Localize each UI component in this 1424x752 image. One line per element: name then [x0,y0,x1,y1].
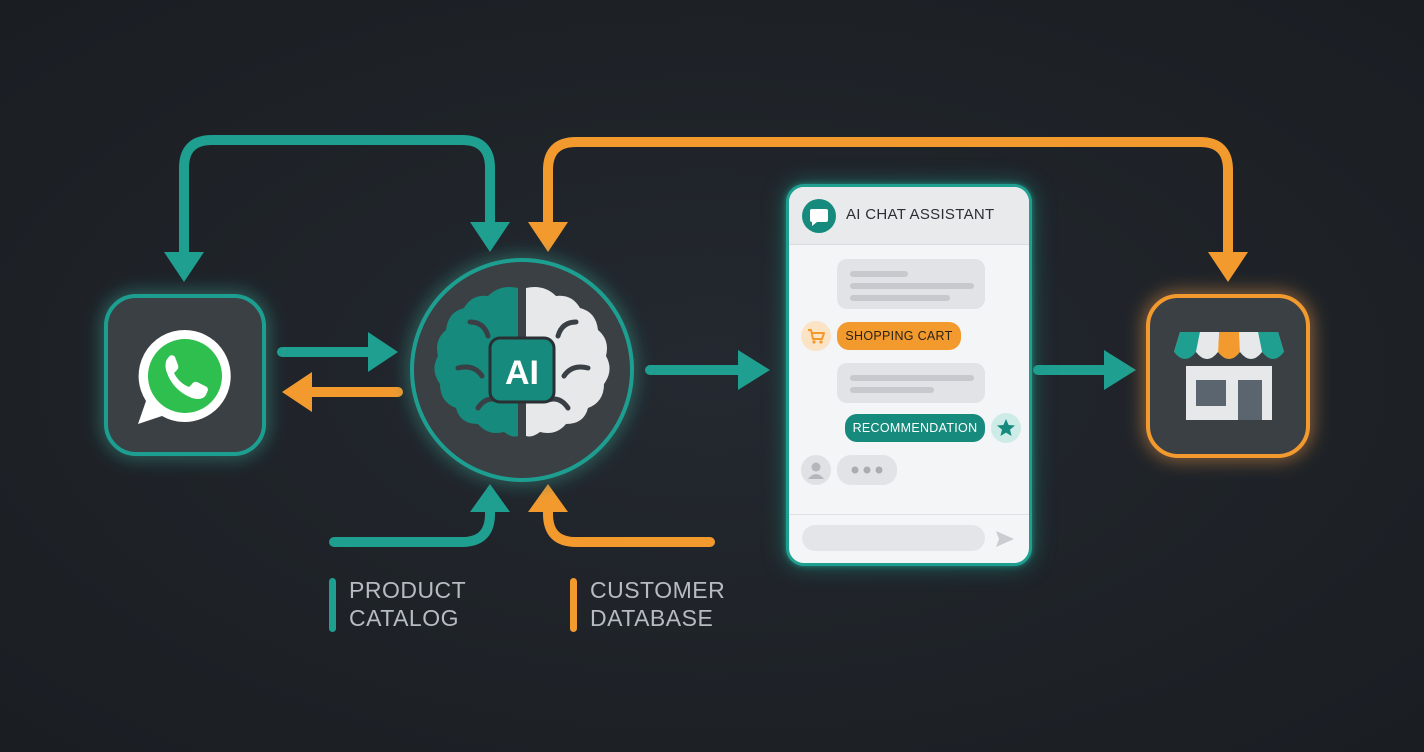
arrowhead-database-to-hub [528,484,568,512]
orange-loop-arrow [543,137,1233,263]
arrowhead-catalog-to-hub [470,484,510,512]
user-avatar-icon [801,455,831,485]
customer-database-color-bar [570,578,577,632]
shopping-cart-pill: SHOPPING CART [837,322,961,350]
customer-database-legend: CUSTOMER DATABASE [570,576,725,632]
storefront-icon [1174,332,1284,420]
arrowhead-to-store [1208,252,1248,282]
arrowhead-hub-to-chat [738,350,770,390]
arrowhead-orange-to-hub [528,222,568,252]
message-input[interactable] [802,525,985,551]
arrowhead-chat-to-store [1104,350,1136,390]
arrowhead-hub-to-whatsapp [282,372,312,412]
store-node [1146,294,1310,458]
ai-hub-node: AI [410,258,634,482]
product-catalog-arrow [329,503,495,547]
message-bubble [837,363,985,403]
product-catalog-label: PRODUCT CATALOG [349,577,467,631]
recommendation-pill: RECOMMENDATION [845,414,985,442]
cart-icon [801,321,831,351]
customer-database-label: CUSTOMER DATABASE [590,577,726,631]
send-icon[interactable] [993,527,1017,551]
typing-indicator [837,455,897,485]
arrowhead-teal-to-hub [470,222,510,252]
ai-badge-label: AI [505,354,539,392]
product-catalog-legend: PRODUCT CATALOG [329,576,466,632]
arrowhead-to-whatsapp [164,252,204,282]
arrowhead-whatsapp-to-hub [368,332,398,372]
chat-footer [789,514,1029,563]
customer-database-arrow [543,503,715,547]
message-bubble [837,259,985,309]
whatsapp-node [104,294,266,456]
star-icon [991,413,1021,443]
chat-title: AI CHAT ASSISTANT [846,206,995,223]
chat-header: AI CHAT ASSISTANT [789,187,1029,245]
chat-window: AI CHAT ASSISTANT SHOPPING CART RECOMMEN… [786,184,1032,566]
ai-badge [488,336,556,404]
whatsapp-icon [138,329,231,424]
teal-loop-arrow [179,135,495,263]
chat-bubble-icon [802,199,836,233]
product-catalog-color-bar [329,578,336,632]
